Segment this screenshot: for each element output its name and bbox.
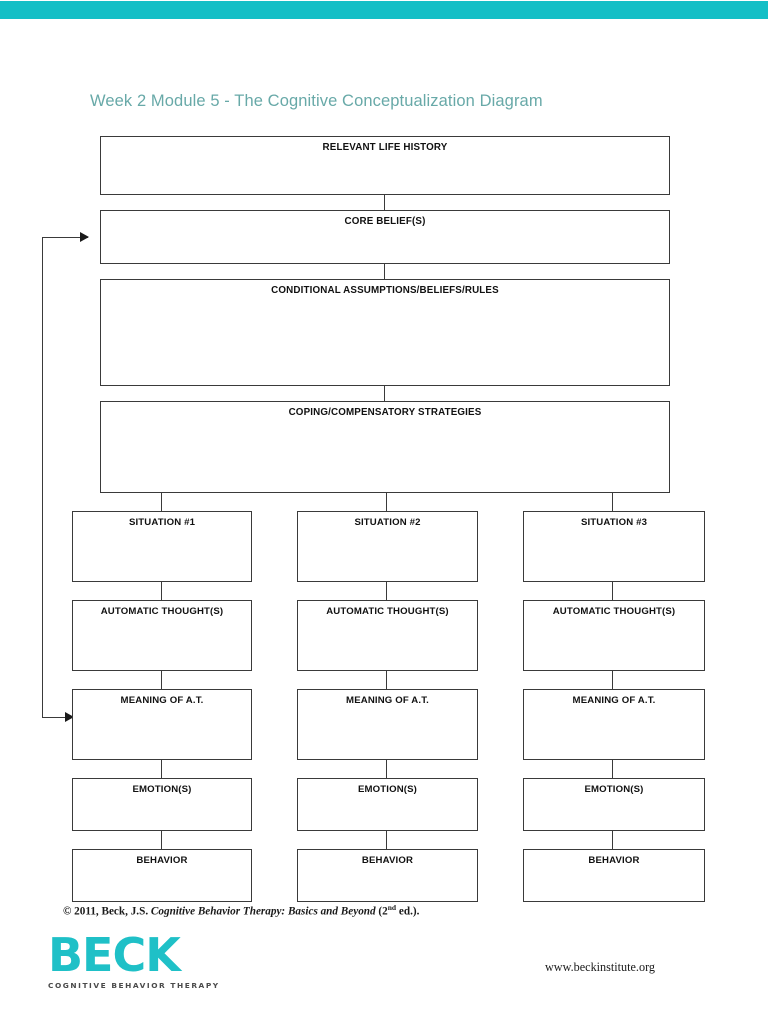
node-label: EMOTION(S) — [584, 784, 644, 795]
connector-c3-situation-to-thought — [612, 582, 614, 600]
node-label: MEANING OF A.T. — [120, 695, 204, 706]
copyright-notice: © 2011, Beck, J.S. Cognitive Behavior Th… — [63, 903, 419, 918]
node-conditional-assumptions[interactable]: CONDITIONAL ASSUMPTIONS/BELIEFS/RULES — [100, 279, 670, 386]
connector-coping-to-situation-1 — [161, 493, 163, 511]
node-label: BEHAVIOR — [588, 855, 640, 866]
node-automatic-thoughts-1[interactable]: AUTOMATIC THOUGHT(S) — [72, 600, 252, 671]
node-label: SITUATION #2 — [354, 517, 421, 528]
website-url[interactable]: www.beckinstitute.org — [545, 960, 656, 974]
node-label: CONDITIONAL ASSUMPTIONS/BELIEFS/RULES — [271, 285, 499, 296]
connector-corebelief-to-assumptions — [384, 264, 386, 279]
feedback-arrow-to-meaning-icon — [65, 712, 74, 722]
connector-c3-thought-to-meaning — [612, 671, 614, 689]
node-coping-strategies[interactable]: COPING/COMPENSATORY STRATEGIES — [100, 401, 670, 493]
node-label: EMOTION(S) — [132, 784, 192, 795]
node-label: SITUATION #3 — [580, 517, 648, 528]
page-title: Week 2 Module 5 - The Cognitive Conceptu… — [90, 92, 543, 110]
node-label: EMOTION(S) — [357, 784, 418, 795]
connector-c2-thought-to-meaning — [386, 671, 388, 689]
node-situation-3[interactable]: SITUATION #3 — [523, 511, 705, 582]
copyright-book-title: Cognitive Behavior Therapy: Basics and B… — [150, 905, 376, 918]
node-automatic-thoughts-3[interactable]: AUTOMATIC THOUGHT(S) — [523, 600, 705, 671]
connector-history-to-corebelief — [384, 195, 386, 210]
node-core-beliefs[interactable]: CORE BELIEF(S) — [100, 210, 670, 264]
copyright-edition-close: ed.). — [396, 905, 420, 918]
node-behavior-1[interactable]: BEHAVIOR — [72, 849, 252, 902]
node-relevant-life-history[interactable]: RELEVANT LIFE HISTORY — [100, 136, 670, 195]
node-label: BEHAVIOR — [136, 855, 188, 866]
node-label: MEANING OF A.T. — [572, 695, 656, 706]
feedback-loop-spine — [42, 237, 44, 718]
logo-wordmark: BECK — [48, 928, 181, 982]
copyright-edition-ordinal: nd — [387, 903, 397, 912]
node-situation-1[interactable]: SITUATION #1 — [72, 511, 252, 582]
logo-tagline: COGNITIVE BEHAVIOR THERAPY — [48, 980, 220, 990]
node-label: SITUATION #1 — [128, 517, 196, 528]
node-meaning-of-at-3[interactable]: MEANING OF A.T. — [523, 689, 705, 760]
node-label: AUTOMATIC THOUGHT(S) — [326, 606, 449, 617]
top-accent-bar — [0, 1, 768, 19]
copyright-prefix: © 2011, Beck, J.S. — [63, 905, 151, 918]
node-behavior-3[interactable]: BEHAVIOR — [523, 849, 705, 902]
node-label: MEANING OF A.T. — [346, 695, 429, 706]
beck-institute-logo: BECK COGNITIVE BEHAVIOR THERAPY — [48, 928, 220, 990]
copyright-edition-open: (2 — [375, 905, 388, 918]
node-behavior-2[interactable]: BEHAVIOR — [297, 849, 478, 902]
connector-c2-situation-to-thought — [386, 582, 388, 600]
node-label: COPING/COMPENSATORY STRATEGIES — [288, 407, 482, 418]
node-situation-2[interactable]: SITUATION #2 — [297, 511, 478, 582]
connector-c1-emotion-to-behavior — [161, 831, 163, 849]
node-label: AUTOMATIC THOUGHT(S) — [552, 606, 676, 617]
feedback-loop-bottom-arm — [42, 717, 75, 719]
node-label: BEHAVIOR — [361, 855, 414, 866]
node-meaning-of-at-2[interactable]: MEANING OF A.T. — [297, 689, 478, 760]
node-emotions-3[interactable]: EMOTION(S) — [523, 778, 705, 831]
connector-c2-meaning-to-emotion — [386, 760, 388, 778]
node-label: AUTOMATIC THOUGHT(S) — [100, 606, 224, 617]
node-label: RELEVANT LIFE HISTORY — [322, 142, 448, 153]
node-meaning-of-at-1[interactable]: MEANING OF A.T. — [72, 689, 252, 760]
connector-assumptions-to-coping — [384, 386, 386, 401]
connector-c1-meaning-to-emotion — [161, 760, 163, 778]
connector-c3-meaning-to-emotion — [612, 760, 614, 778]
node-emotions-2[interactable]: EMOTION(S) — [297, 778, 478, 831]
connector-c1-thought-to-meaning — [161, 671, 163, 689]
connector-coping-to-situation-3 — [612, 493, 614, 511]
feedback-loop-top-arm — [42, 237, 88, 239]
node-emotions-1[interactable]: EMOTION(S) — [72, 778, 252, 831]
connector-c1-situation-to-thought — [161, 582, 163, 600]
feedback-arrow-to-core-belief-icon — [80, 232, 89, 242]
node-label: CORE BELIEF(S) — [344, 216, 426, 227]
connector-coping-to-situation-2 — [386, 493, 388, 511]
connector-c3-emotion-to-behavior — [612, 831, 614, 849]
connector-c2-emotion-to-behavior — [386, 831, 388, 849]
node-automatic-thoughts-2[interactable]: AUTOMATIC THOUGHT(S) — [297, 600, 478, 671]
